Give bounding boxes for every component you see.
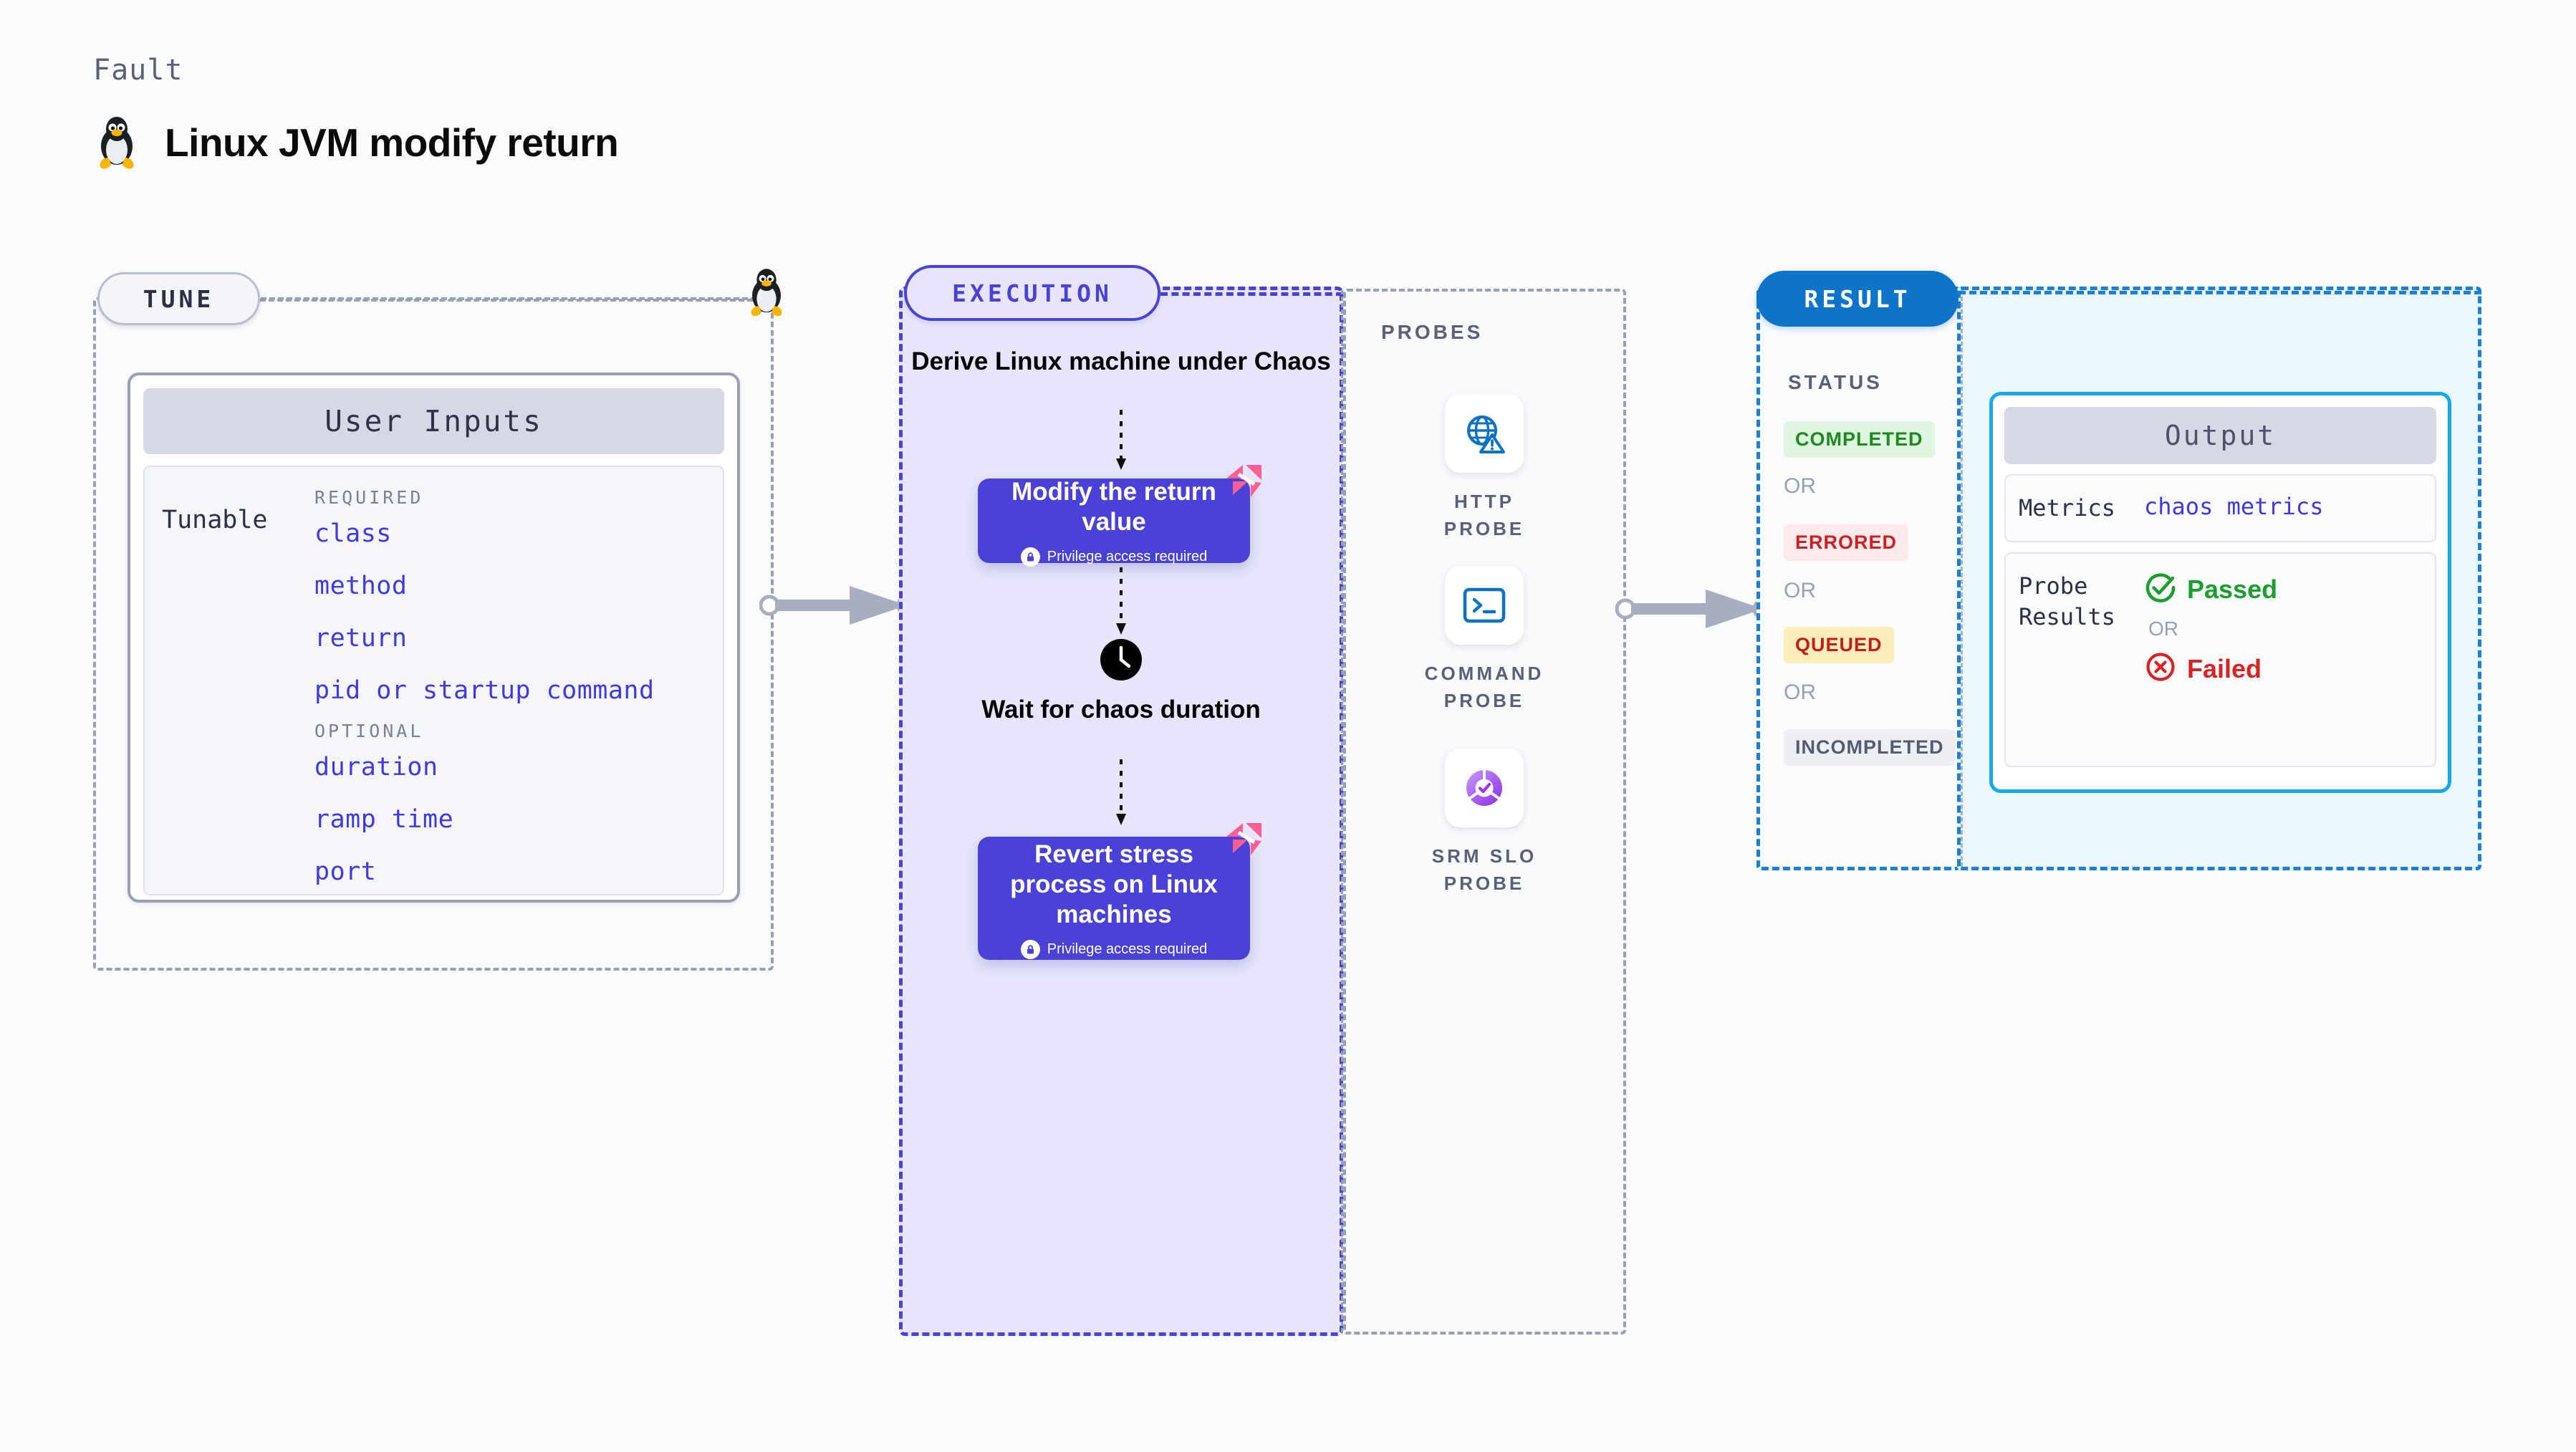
page-title: Linux JVM modify return xyxy=(165,120,619,165)
execution-action-modify-return-value[interactable]: Modify the return value Privilege access… xyxy=(978,465,1261,567)
result-top-dashed-line xyxy=(1959,291,2481,294)
probe-label: HTTP PROBE xyxy=(1443,491,1525,539)
flow-arrow-execution-to-result xyxy=(1615,584,1774,638)
status-or-2: OR xyxy=(1784,579,1816,602)
output-row-probe-results: Probe Results Passed OR xyxy=(2004,552,2436,768)
execution-probes-divider xyxy=(1341,290,1343,1332)
output-value-chaos-metrics[interactable]: chaos metrics xyxy=(2144,493,2324,520)
flow-connector-1 xyxy=(1113,410,1129,475)
clock-icon xyxy=(1099,638,1143,686)
tunable-item-pid-or-startup-command[interactable]: pid or startup command xyxy=(314,676,655,705)
probe-result-failed: Failed xyxy=(2144,650,2277,687)
harness-pink-icon xyxy=(1224,821,1263,862)
stage-badge-execution[interactable]: EXECUTION xyxy=(904,265,1160,321)
result-stage-boundary xyxy=(1756,287,1961,870)
tunable-item-port[interactable]: port xyxy=(314,857,377,886)
output-row-metrics: Metrics chaos metrics xyxy=(2004,474,2436,543)
result-output-divider xyxy=(1961,290,1963,867)
output-key-probe-results: Probe Results xyxy=(2019,572,2115,631)
page-kicker: Fault xyxy=(93,54,183,87)
probe-result-or: OR xyxy=(2148,617,2178,640)
terminal-icon xyxy=(1445,566,1524,645)
status-badge-incompleted: INCOMPLETED xyxy=(1784,729,1956,766)
execution-top-dashed-line xyxy=(1160,292,1343,296)
probe-result-passed-label: Passed xyxy=(2187,574,2278,604)
slo-donut-check-icon xyxy=(1445,749,1524,827)
status-or-3: OR xyxy=(1784,681,1816,704)
execution-action-revert-stress-process[interactable]: Revert stress process on Linux machines … xyxy=(978,823,1261,960)
linux-penguin-icon xyxy=(93,115,140,170)
execution-step-wait-for-chaos-duration: Wait for chaos duration xyxy=(981,696,1261,723)
execution-flow-column: Derive Linux machine under Chaos Modify … xyxy=(899,287,1343,1336)
harness-pink-icon xyxy=(1224,463,1263,504)
flow-connector-3 xyxy=(1113,759,1129,830)
flow-arrow-tune-to-execution xyxy=(759,580,918,634)
status-section-label: STATUS xyxy=(1788,371,1883,393)
user-inputs-title: User Inputs xyxy=(143,388,724,454)
linux-penguin-marker-icon xyxy=(745,266,788,322)
page-title-row: Linux JVM modify return xyxy=(93,115,619,170)
probe-result-passed: Passed xyxy=(2144,571,2277,607)
lock-icon xyxy=(1020,939,1040,959)
probe-result-failed-label: Failed xyxy=(2187,653,2262,683)
required-group-label: REQUIRED xyxy=(314,487,424,508)
action-privilege-note: Privilege access required xyxy=(1020,547,1208,567)
tunable-item-class[interactable]: class xyxy=(314,519,392,548)
flow-connector-2 xyxy=(1113,567,1129,640)
tunable-label: Tunable xyxy=(162,506,268,534)
output-key-metrics: Metrics xyxy=(2019,494,2115,521)
action-privilege-label: Privilege access required xyxy=(1047,548,1208,564)
action-title: Revert stress process on Linux machines xyxy=(1010,840,1218,928)
optional-group-label: OPTIONAL xyxy=(314,721,424,741)
probe-label: SRM SLO PROBE xyxy=(1431,845,1537,894)
check-circle-icon xyxy=(2144,571,2177,607)
x-circle-icon xyxy=(2144,650,2177,687)
output-card-title: Output xyxy=(2004,407,2436,464)
probe-item-command[interactable]: COMMAND PROBE xyxy=(1413,566,1556,714)
execution-step-derive-linux-machine: Derive Linux machine under Chaos xyxy=(911,347,1331,375)
probe-label: COMMAND PROBE xyxy=(1424,663,1544,711)
status-badge-completed: COMPLETED xyxy=(1784,421,1935,458)
lock-icon xyxy=(1020,547,1040,567)
action-privilege-note: Privilege access required xyxy=(1020,939,1208,959)
status-badge-errored: ERRORED xyxy=(1784,524,1909,561)
probe-item-srm-slo[interactable]: SRM SLO PROBE xyxy=(1413,749,1556,897)
tunable-item-method[interactable]: method xyxy=(314,572,408,600)
user-inputs-body: Tunable REQUIRED class method return pid… xyxy=(143,466,724,895)
tunable-item-duration[interactable]: duration xyxy=(314,753,438,782)
output-card: Output Metrics chaos metrics Probe Resul… xyxy=(1989,392,2451,793)
tunable-item-ramp-time[interactable]: ramp time xyxy=(314,805,454,834)
tune-top-dashed-line xyxy=(260,299,761,302)
probe-item-http[interactable]: HTTP PROBE xyxy=(1413,394,1556,542)
globe-warning-icon xyxy=(1445,394,1524,473)
stage-badge-tune[interactable]: TUNE xyxy=(97,272,260,325)
tunable-item-return[interactable]: return xyxy=(314,624,408,653)
action-privilege-label: Privilege access required xyxy=(1047,941,1208,957)
stage-badge-result[interactable]: RESULT xyxy=(1756,271,1959,327)
status-badge-queued: QUEUED xyxy=(1784,627,1894,663)
action-title: Modify the return value xyxy=(1011,477,1216,536)
probes-section-label: PROBES xyxy=(1381,321,1484,343)
user-inputs-card: User Inputs Tunable REQUIRED class metho… xyxy=(128,372,740,903)
status-or-1: OR xyxy=(1784,474,1816,498)
